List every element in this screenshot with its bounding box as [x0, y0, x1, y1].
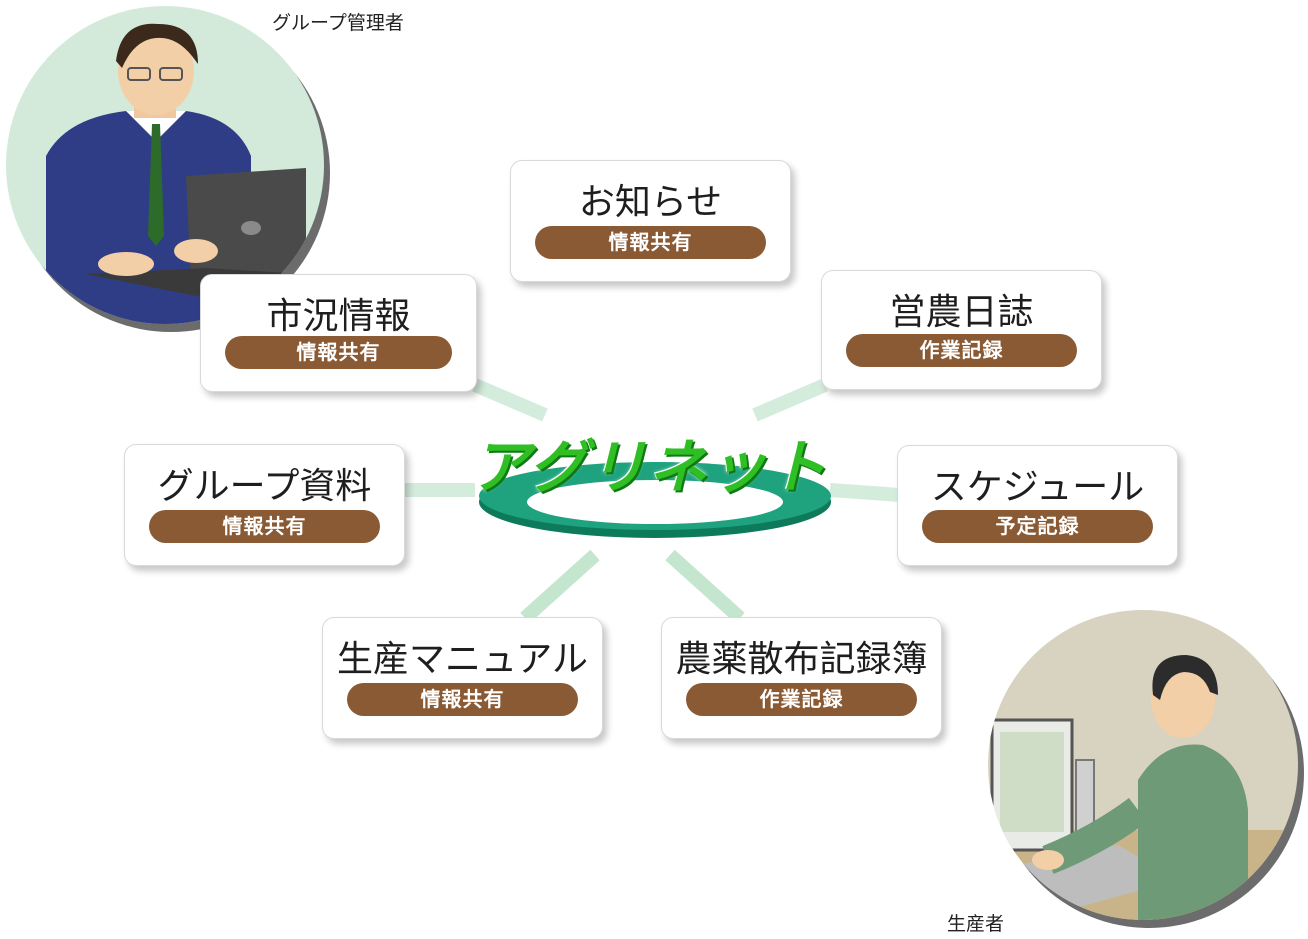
admin-illustration — [6, 6, 324, 324]
admin-person-icon — [46, 23, 306, 324]
card-tag: 情報共有 — [535, 226, 766, 259]
card-schedule[interactable]: スケジュール 予定記録 — [897, 445, 1178, 566]
card-title: 農薬散布記録簿 — [675, 639, 928, 680]
card-title: 営農日誌 — [889, 292, 1034, 333]
card-title: グループ資料 — [157, 466, 372, 507]
card-title: 生産マニュアル — [337, 639, 588, 680]
card-title: スケジュール — [930, 467, 1145, 508]
producer-label: 生産者 — [947, 913, 1005, 935]
producer-illustration — [988, 610, 1298, 920]
card-title: お知らせ — [578, 182, 723, 223]
card-noyaku-sanpu[interactable]: 農薬散布記録簿 作業記録 — [661, 617, 942, 739]
connector-einou — [752, 378, 828, 422]
card-shikyo-joho[interactable]: 市況情報 情報共有 — [200, 274, 477, 392]
card-seisan-manual[interactable]: 生産マニュアル 情報共有 — [322, 617, 603, 739]
connector-schedule — [829, 483, 901, 502]
admin-label: グループ管理者 — [272, 12, 404, 34]
connector-noyaku — [665, 549, 745, 624]
connector-manual — [520, 549, 600, 624]
card-einou-nisshi[interactable]: 営農日誌 作業記録 — [821, 270, 1102, 390]
connector-shikyo — [472, 378, 548, 422]
card-tag: 情報共有 — [149, 510, 380, 543]
card-tag: 作業記録 — [846, 334, 1077, 367]
card-tag: 作業記録 — [686, 683, 917, 716]
center-ring-icon — [479, 462, 831, 538]
producer-person-icon — [988, 655, 1298, 920]
card-group-shiryo[interactable]: グループ資料 情報共有 — [124, 444, 405, 566]
card-tag: 予定記録 — [922, 510, 1153, 543]
card-tag: 情報共有 — [347, 683, 578, 716]
center-logo: アグリネット — [471, 433, 829, 501]
card-title: 市況情報 — [266, 296, 411, 337]
card-oshirase[interactable]: お知らせ 情報共有 — [510, 160, 791, 282]
card-tag: 情報共有 — [225, 336, 452, 369]
